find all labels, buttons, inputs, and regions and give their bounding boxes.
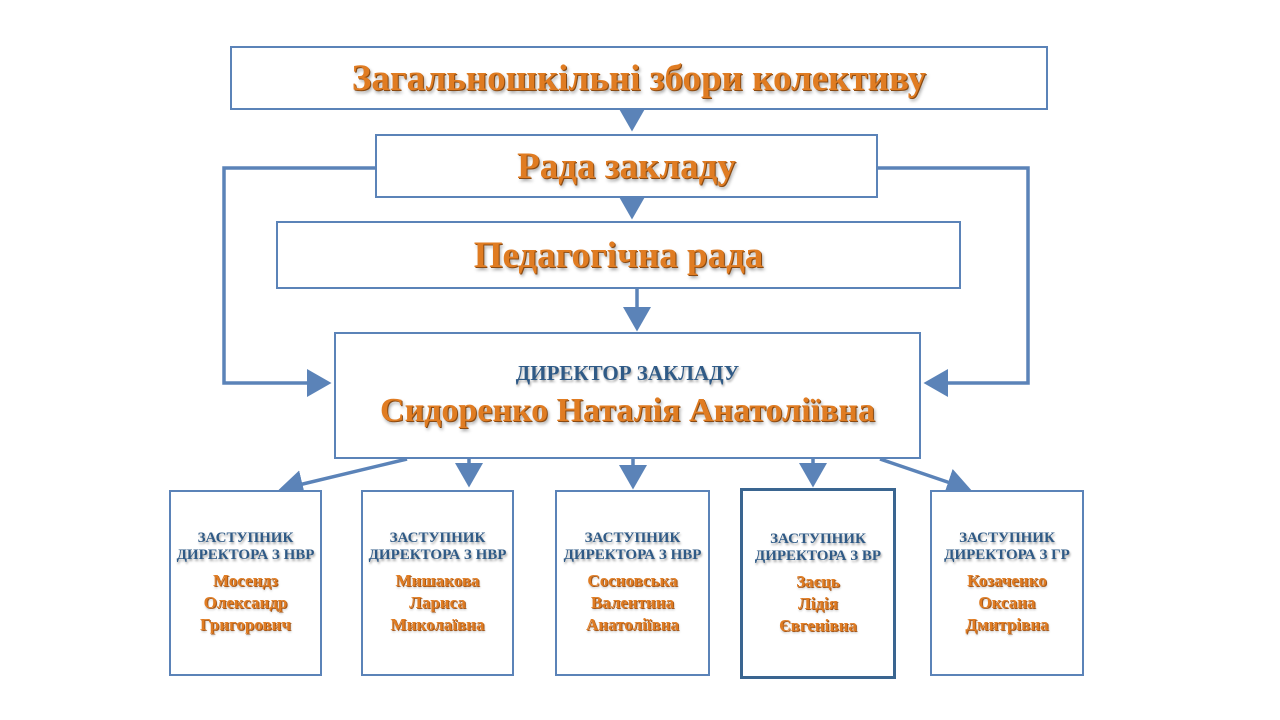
- deputy-patronymic: Миколаївна: [390, 615, 485, 634]
- arrow-director-to-deputy-5: [879, 457, 972, 496]
- institution-council-box: Рада закладу: [375, 134, 878, 198]
- institution-council-label: Рада закладу: [517, 145, 736, 187]
- deputy-title: ЗАСТУПНИК ДИРЕКТОРА З ВР: [754, 530, 882, 564]
- director-title: ДИРЕКТОР ЗАКЛАДУ: [515, 361, 740, 385]
- deputy-box-1: ЗАСТУПНИК ДИРЕКТОРА З НВР Мосендз Олекса…: [169, 490, 322, 676]
- deputy-first-name: Олександр: [203, 593, 288, 612]
- deputy-name: Мишакова Лариса Миколаївна: [391, 570, 485, 636]
- deputy-box-3: ЗАСТУПНИК ДИРЕКТОРА З НВР Сосновська Вал…: [555, 490, 710, 676]
- deputy-first-name: Лариса: [409, 593, 466, 612]
- deputy-name: Заєць Лідія Євгенівна: [779, 571, 857, 637]
- deputy-surname: Сосновська: [587, 571, 678, 590]
- deputy-first-name: Оксана: [978, 593, 1036, 612]
- deputy-box-5: ЗАСТУПНИК ДИРЕКТОРА З ГР Козаченко Оксан…: [930, 490, 1084, 676]
- deputy-first-name: Валентина: [590, 593, 675, 612]
- deputy-title: ЗАСТУПНИК ДИРЕКТОРА З НВР: [368, 530, 507, 563]
- pedagogical-council-label: Педагогічна рада: [473, 234, 764, 276]
- deputy-surname: Мишакова: [395, 571, 480, 590]
- deputy-title: ЗАСТУПНИК ДИРЕКТОРА З ГР: [944, 530, 1070, 563]
- general-meeting-box: Загальношкільні збори колективу: [230, 46, 1048, 110]
- deputy-title: ЗАСТУПНИК ДИРЕКТОРА З НВР: [563, 530, 702, 563]
- deputy-surname: Козаченко: [967, 571, 1047, 590]
- director-name: Сидоренко Наталія Анатоліївна: [380, 392, 875, 429]
- deputy-name: Козаченко Оксана Дмитрівна: [965, 570, 1048, 636]
- deputy-box-2: ЗАСТУПНИК ДИРЕКТОРА З НВР Мишакова Ларис…: [361, 490, 514, 676]
- arrow-director-to-deputy-1: [278, 457, 408, 498]
- deputy-name: Сосновська Валентина Анатоліївна: [586, 570, 679, 636]
- general-meeting-label: Загальношкільні збори колективу: [351, 57, 927, 99]
- deputy-box-4: ЗАСТУПНИК ДИРЕКТОРА З ВР Заєць Лідія Євг…: [740, 488, 896, 679]
- deputy-first-name: Лідія: [798, 593, 838, 613]
- deputy-patronymic: Григорович: [200, 615, 291, 634]
- deputy-patronymic: Євгенівна: [779, 615, 857, 635]
- deputy-surname: Заєць: [796, 571, 840, 591]
- deputy-title: ЗАСТУПНИК ДИРЕКТОРА З НВР: [176, 530, 315, 563]
- deputy-patronymic: Анатоліївна: [586, 615, 679, 634]
- arrow-council-left-to-director: [222, 166, 376, 397]
- pedagogical-council-box: Педагогічна рада: [276, 221, 961, 289]
- deputy-name: Мосендз Олександр Григорович: [200, 570, 291, 636]
- arrow-council-right-to-director: [877, 166, 1030, 397]
- deputy-patronymic: Дмитрівна: [965, 615, 1049, 634]
- deputy-surname: Мосендз: [212, 571, 279, 590]
- director-box: ДИРЕКТОР ЗАКЛАДУ Сидоренко Наталія Анато…: [334, 332, 921, 459]
